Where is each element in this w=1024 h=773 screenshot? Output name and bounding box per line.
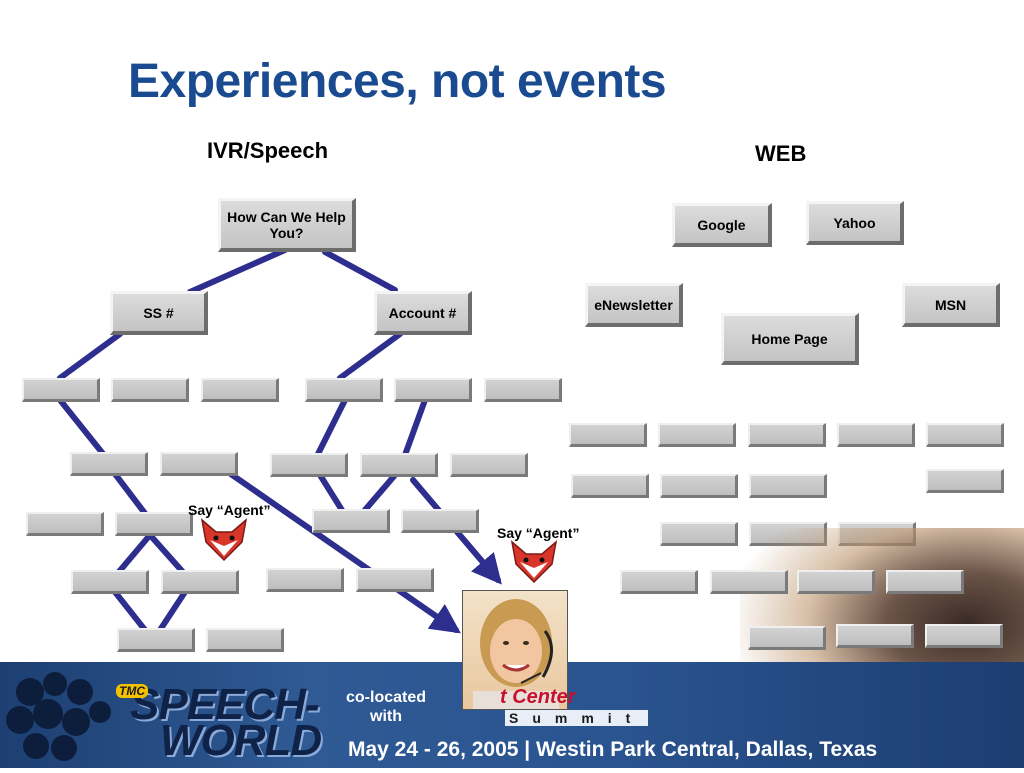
ivr-blank-node — [71, 570, 149, 594]
web-heading: WEB — [755, 141, 807, 166]
connector-agent-arrow — [222, 467, 461, 634]
connector-root-right — [322, 249, 398, 293]
web-blank-node — [748, 626, 826, 650]
connector-left-a — [109, 467, 153, 523]
ivr-blank-node — [360, 453, 438, 477]
web-blank-node — [797, 570, 875, 594]
web-blank-node — [926, 423, 1004, 447]
say-agent-label: Say “Agent” — [497, 525, 580, 541]
say-agent-label: Say “Agent” — [188, 502, 271, 518]
web-blank-node — [886, 570, 964, 594]
web-blank-node — [926, 469, 1004, 493]
web-enewsletter-node: eNewsletter — [585, 283, 683, 327]
web-blank-node — [660, 474, 738, 498]
ivr-blank-node — [394, 378, 472, 402]
speech-logo-text: SPEECH- — [130, 680, 320, 729]
ivr-blank-node — [70, 452, 148, 476]
colocated-text: co-located with — [346, 688, 426, 726]
connector-r-b — [317, 472, 348, 518]
slide-title: Experiences, not events — [128, 55, 667, 108]
ivr-blank-node — [305, 378, 383, 402]
web-blank-node — [660, 522, 738, 546]
call-agent-photo — [462, 590, 568, 710]
web-google-node: Google — [672, 203, 772, 247]
connector-acct-down — [337, 331, 403, 381]
ivr-blank-node — [117, 628, 195, 652]
web-blank-node — [571, 474, 649, 498]
ivr-blank-node — [484, 378, 562, 402]
ivr-blank-node — [201, 378, 279, 402]
web-blank-node — [748, 423, 826, 447]
event-date-location: May 24 - 26, 2005 | Westin Park Central,… — [348, 738, 878, 761]
ivr-blank-node — [401, 509, 479, 533]
ivr-blank-node — [270, 453, 348, 477]
web-msn-node: MSN — [902, 283, 1000, 327]
web-blank-node — [620, 570, 698, 594]
world-logo-text: WORLD — [160, 716, 322, 765]
ivr-blank-node — [115, 512, 193, 536]
web-homepage-node: Home Page — [721, 313, 859, 365]
connector-root-left — [187, 247, 288, 295]
colocated-line-2: with — [370, 708, 402, 725]
tmc-logo: TMC — [116, 684, 148, 698]
ivr-blank-node — [206, 628, 284, 652]
fox-mascot-icon — [510, 540, 558, 584]
connector-r-d — [362, 472, 398, 513]
ivr-blank-node — [450, 453, 528, 477]
ivr-account-node: Account # — [374, 291, 472, 335]
ivr-blank-node — [111, 378, 189, 402]
ivr-blank-node — [26, 512, 104, 536]
call-center-summit-logo: t Center — [500, 686, 576, 708]
ivr-blank-node — [266, 568, 344, 592]
ivr-blank-node — [22, 378, 100, 402]
connector-ss-left — [57, 331, 123, 381]
ivr-root-node: How Can We Help You? — [218, 198, 356, 252]
connector-left-d — [112, 589, 148, 633]
ivr-blank-node — [356, 568, 434, 592]
web-blank-node — [710, 570, 788, 594]
fox-mascot-icon — [200, 518, 248, 562]
web-yahoo-node: Yahoo — [806, 201, 904, 245]
web-blank-node — [836, 624, 914, 648]
web-blank-node — [837, 423, 915, 447]
web-blank-node — [658, 423, 736, 447]
ivr-blank-node — [160, 452, 238, 476]
summit-letters: Summit — [505, 710, 649, 726]
colocated-line-1: co-located — [346, 689, 427, 706]
web-blank-node — [749, 474, 827, 498]
molecule-logo-icon — [6, 672, 111, 761]
web-blank-node — [925, 624, 1003, 648]
ivr-heading: IVR/Speech — [207, 138, 329, 163]
connector-left-e — [157, 589, 188, 633]
ivr-blank-node — [161, 570, 239, 594]
connector-r-c — [402, 397, 428, 458]
connector-r-a — [312, 397, 348, 463]
ivr-blank-node — [312, 509, 390, 533]
ivr-ss-node: SS # — [110, 291, 208, 335]
web-blank-node — [569, 423, 647, 447]
